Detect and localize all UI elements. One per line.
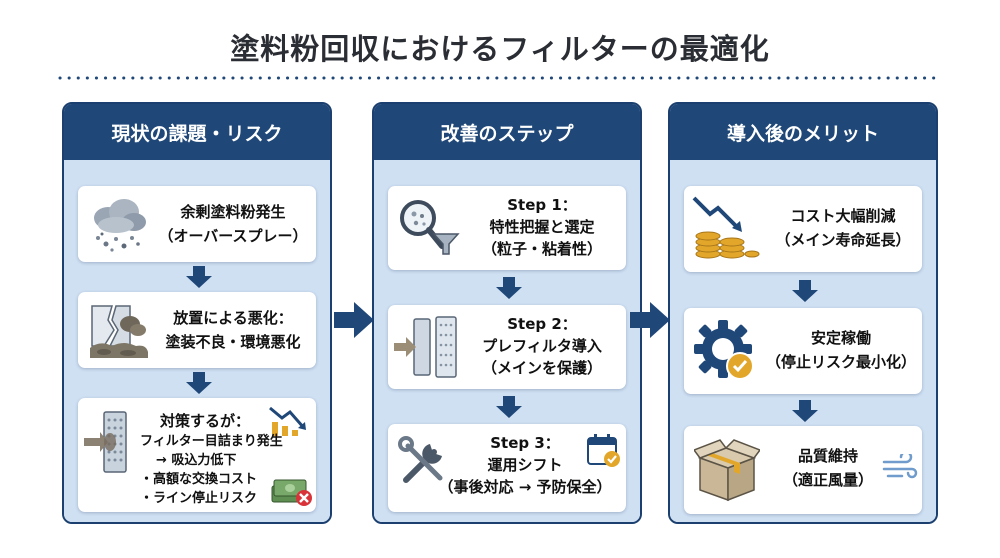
box-icon <box>694 439 760 502</box>
card-text-line: ・ライン停止リスク <box>140 491 258 506</box>
clogged-filter-icon <box>84 411 127 473</box>
magnifier-funnel-icon <box>400 200 460 255</box>
card-text-line: （停止リスク最小化） <box>765 353 916 371</box>
dust-cloud-icon <box>94 199 146 252</box>
card-text-line: （オーバースプレー） <box>158 227 308 245</box>
tools-icon <box>398 436 443 483</box>
column-benefits: 導入後のメリット コスト大幅削減 （メイン寿命延長） <box>668 102 938 524</box>
right-arrow-icon <box>630 302 670 338</box>
money-stack-icon <box>271 479 312 506</box>
title-divider <box>58 76 942 80</box>
card-text-line: Step 1： <box>507 196 577 214</box>
card-stable-operation: 安定稼働 （停止リスク最小化） <box>684 308 922 394</box>
card-text-line: 特性把握と選定 <box>489 218 595 236</box>
card-text-line: 安定稼働 <box>810 329 871 347</box>
column-header: 改善のステップ <box>374 104 640 160</box>
card-text-line: プレフィルタ導入 <box>482 337 602 355</box>
card-text-line: → 吸込力低下 <box>156 453 237 468</box>
down-arrow-icon <box>496 277 522 299</box>
chart-down-icon <box>269 406 306 436</box>
right-arrow-icon <box>334 302 374 338</box>
coins-down-icon <box>692 196 760 259</box>
card-text-line: 余剰塗料粉発生 <box>180 203 286 221</box>
card-text-line: （適正風量） <box>782 471 873 489</box>
card-text-line: 品質維持 <box>797 447 858 465</box>
column-header: 導入後のメリット <box>670 104 936 160</box>
card-text-line: 運用シフト <box>487 456 563 474</box>
column-improvement-steps: 改善のステップ Step 1： 特性把握と選定 （粒子・粘着性） <box>372 102 642 524</box>
card-text-line: コスト大幅削減 <box>790 207 896 225</box>
card-countermeasure: 対策するが： フィルター目詰まり発生 → 吸込力低下 ・高額な交換コスト ・ライ… <box>78 398 316 512</box>
card-text-line: （粒子・粘着性） <box>481 240 602 258</box>
card-text-line: （事後対応 → 予防保全） <box>438 478 612 496</box>
broken-wall-icon <box>90 305 148 358</box>
card-cost-reduction: コスト大幅削減 （メイン寿命延長） <box>684 186 922 272</box>
card-text-line: ・高額な交換コスト <box>140 472 258 487</box>
down-arrow-icon <box>496 396 522 418</box>
card-text-line: 対策するが： <box>160 412 251 430</box>
card-step-2: Step 2： プレフィルタ導入 （メインを保護） <box>388 305 626 389</box>
down-arrow-icon <box>792 400 818 422</box>
wind-icon <box>882 454 918 479</box>
card-step-1: Step 1： 特性把握と選定 （粒子・粘着性） <box>388 186 626 270</box>
card-text-line: 塗装不良・環境悪化 <box>165 333 301 351</box>
down-arrow-icon <box>186 266 212 288</box>
column-header: 現状の課題・リスク <box>64 104 330 160</box>
down-arrow-icon <box>186 372 212 394</box>
card-text-line: （メイン寿命延長） <box>775 231 911 249</box>
card-text-line: Step 3： <box>490 434 560 452</box>
prefilter-icon <box>394 316 457 378</box>
card-text-line: Step 2： <box>507 315 577 333</box>
card-text-line: （メインを保護） <box>481 359 602 377</box>
card-quality-maintenance: 品質維持 （適正風量） <box>684 426 922 514</box>
down-arrow-icon <box>792 280 818 302</box>
card-text-line: 放置による悪化： <box>173 309 293 327</box>
card-deterioration: 放置による悪化： 塗装不良・環境悪化 <box>78 292 316 368</box>
card-step-3: Step 3： 運用シフト （事後対応 → 予防保全） <box>388 424 626 512</box>
card-excess-powder: 余剰塗料粉発生 （オーバースプレー） <box>78 186 316 262</box>
page-title: 塗料粉回収におけるフィルターの最適化 <box>230 32 770 66</box>
calendar-check-icon <box>587 434 620 467</box>
card-text-line: フィルター目詰まり発生 <box>140 434 283 449</box>
column-current-issues: 現状の課題・リスク 余剰塗料粉発生 （オーバースプレー） <box>62 102 332 524</box>
gear-check-icon <box>694 320 754 380</box>
